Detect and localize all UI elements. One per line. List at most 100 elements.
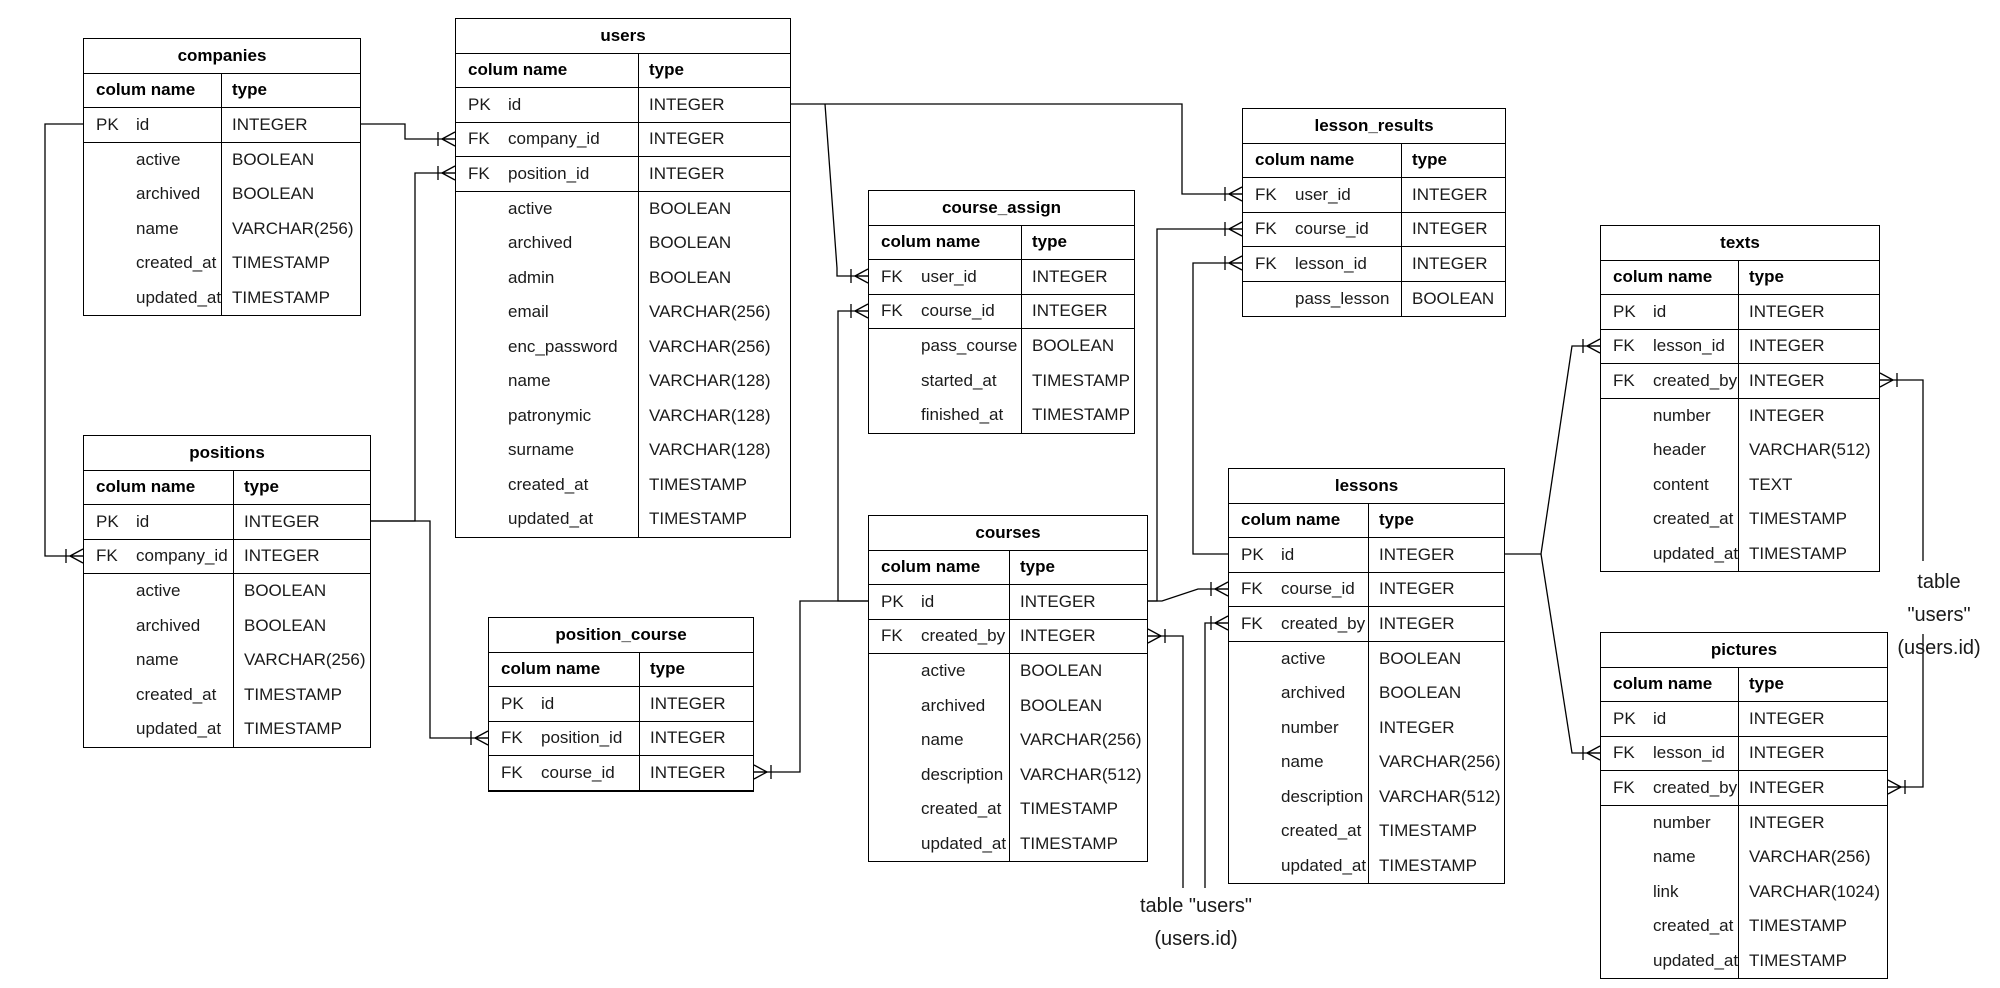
column-name: description xyxy=(921,764,1004,784)
crow-foot-icon xyxy=(1879,372,1898,388)
column-type-cell: VARCHAR(128) xyxy=(638,364,790,399)
column-name-cell: archived xyxy=(456,226,638,261)
column-name-cell: description xyxy=(1229,780,1368,815)
column-name: id xyxy=(136,114,150,134)
column-name: created_at xyxy=(1653,509,1734,529)
entity-title: courses xyxy=(869,516,1147,551)
column-name: position_id xyxy=(541,728,623,748)
column-name-cell: colum name xyxy=(1229,504,1368,538)
column-name: company_id xyxy=(508,129,600,149)
crow-foot-icon xyxy=(1224,255,1243,271)
column-name-cell: updated_at xyxy=(1601,944,1738,979)
column-type-cell: BOOLEAN xyxy=(1368,641,1504,676)
fk-badge: FK xyxy=(881,626,903,646)
column-name: name xyxy=(1653,847,1696,867)
crow-foot-icon xyxy=(1582,745,1601,761)
column-name: created_by xyxy=(1653,370,1738,390)
column-type-cell: type xyxy=(1009,550,1147,584)
column-type-cell: VARCHAR(256) xyxy=(221,211,360,246)
column-type-cell: VARCHAR(512) xyxy=(1738,433,1879,468)
connector-courses_id-course_assign_course_id xyxy=(837,310,868,602)
column-type-cell: TIMESTAMP xyxy=(221,246,360,281)
column-type-cell: INTEGER xyxy=(1738,805,1887,840)
annotation-line: table "users" xyxy=(1907,571,1971,626)
column-type-cell: BOOLEAN xyxy=(1368,676,1504,711)
connector-positions_id-users_position_id xyxy=(371,172,455,522)
column-name-cell: surname xyxy=(456,433,638,468)
column-name: created_by xyxy=(1653,777,1738,797)
column-name-cell: updated_at xyxy=(1601,537,1738,572)
column-type-cell: INTEGER xyxy=(1738,771,1887,805)
column-name: description xyxy=(1281,786,1364,806)
column-name-cell: number xyxy=(1229,711,1368,746)
column-name: header xyxy=(1653,440,1706,460)
column-type-cell: INTEGER xyxy=(638,157,790,191)
column-type-cell: type xyxy=(639,652,753,686)
column-name-cell: active xyxy=(1229,642,1368,677)
column-name-cell: colum name xyxy=(1243,144,1401,178)
column-name-cell: admin xyxy=(456,261,638,296)
connector-companies_id-positions_company_id xyxy=(44,123,83,557)
header-colum-name-label: colum name xyxy=(1613,674,1713,694)
crow-foot-icon xyxy=(753,764,772,780)
column-type-cell: VARCHAR(128) xyxy=(638,398,790,433)
column-type-cell: type xyxy=(233,470,370,504)
column-type-cell: VARCHAR(256) xyxy=(638,329,790,364)
connector-positions_id-position_course_position_id xyxy=(371,520,488,739)
entity-title: course_assign xyxy=(869,191,1134,226)
column-name-cell: colum name xyxy=(84,74,221,108)
column-name: name xyxy=(921,730,964,750)
column-name: archived xyxy=(508,233,573,253)
column-name-cell: active xyxy=(84,574,233,609)
column-name: lesson_id xyxy=(1295,253,1367,273)
column-name: pass_course xyxy=(921,336,1018,356)
column-name-cell: pass_course xyxy=(869,329,1021,364)
column-name: active xyxy=(136,581,181,601)
